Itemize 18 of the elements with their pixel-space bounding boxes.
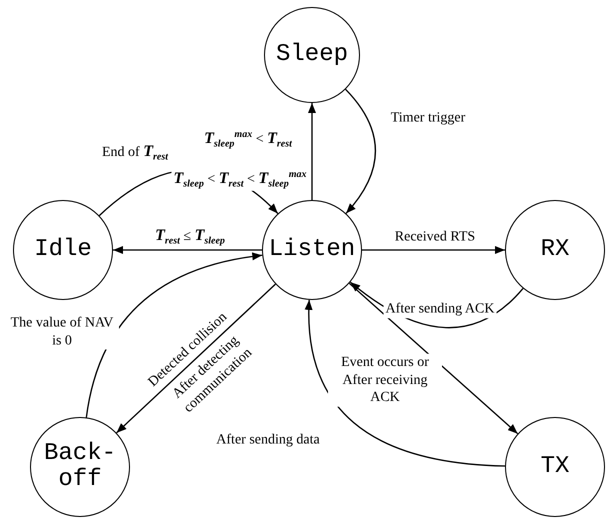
edge-label: After sending data — [214, 431, 322, 449]
arrow — [86, 252, 262, 418]
arrow — [305, 300, 506, 467]
edge-label: Timer trigger — [388, 109, 468, 127]
state-name: TX — [540, 454, 570, 480]
edge-label: Event occurs or After receiving ACK — [328, 354, 442, 406]
state-name: Idle — [34, 236, 92, 264]
edge-label: After sending ACK — [384, 300, 496, 318]
state-name: Sleep — [276, 42, 348, 68]
state-name: Listen — [268, 236, 356, 264]
arrow — [348, 282, 518, 434]
arrow — [113, 246, 262, 254]
arrow — [308, 103, 316, 200]
arrow — [116, 284, 276, 434]
state-name: RX — [540, 236, 570, 264]
state-name: Back-off — [42, 440, 117, 494]
arrow — [362, 246, 505, 254]
arrow — [345, 88, 376, 214]
